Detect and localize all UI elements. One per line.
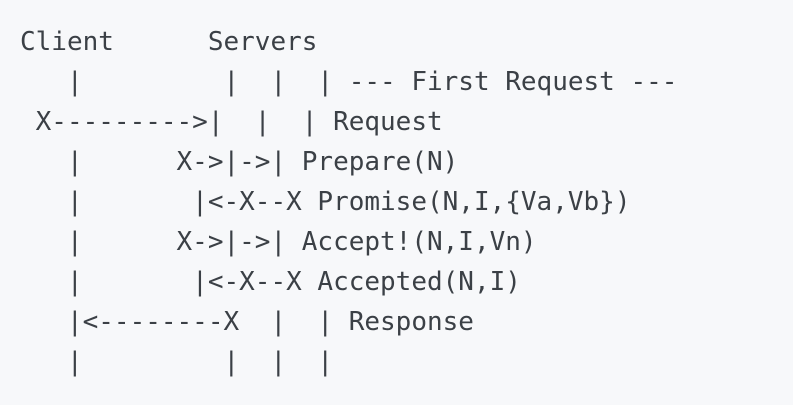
- row-prepare: | X->|->| Prepare(N): [20, 147, 459, 177]
- row-promise: | |<-X--X Promise(N,I,{Va,Vb}): [20, 187, 631, 217]
- row-accepted: | |<-X--X Accepted(N,I): [20, 267, 521, 297]
- row-accept: | X->|->| Accept!(N,I,Vn): [20, 227, 537, 257]
- row-request: X--------->| | | Request: [20, 107, 443, 137]
- row-lifelines-bottom: | | | |: [20, 347, 349, 377]
- header-row: Client Servers: [20, 27, 318, 57]
- row-lifelines-top: | | | | --- First Request ---: [20, 67, 678, 97]
- ascii-art-body: Client Servers | | | | --- First Request…: [20, 22, 677, 382]
- row-response: |<--------X | | Response: [20, 307, 474, 337]
